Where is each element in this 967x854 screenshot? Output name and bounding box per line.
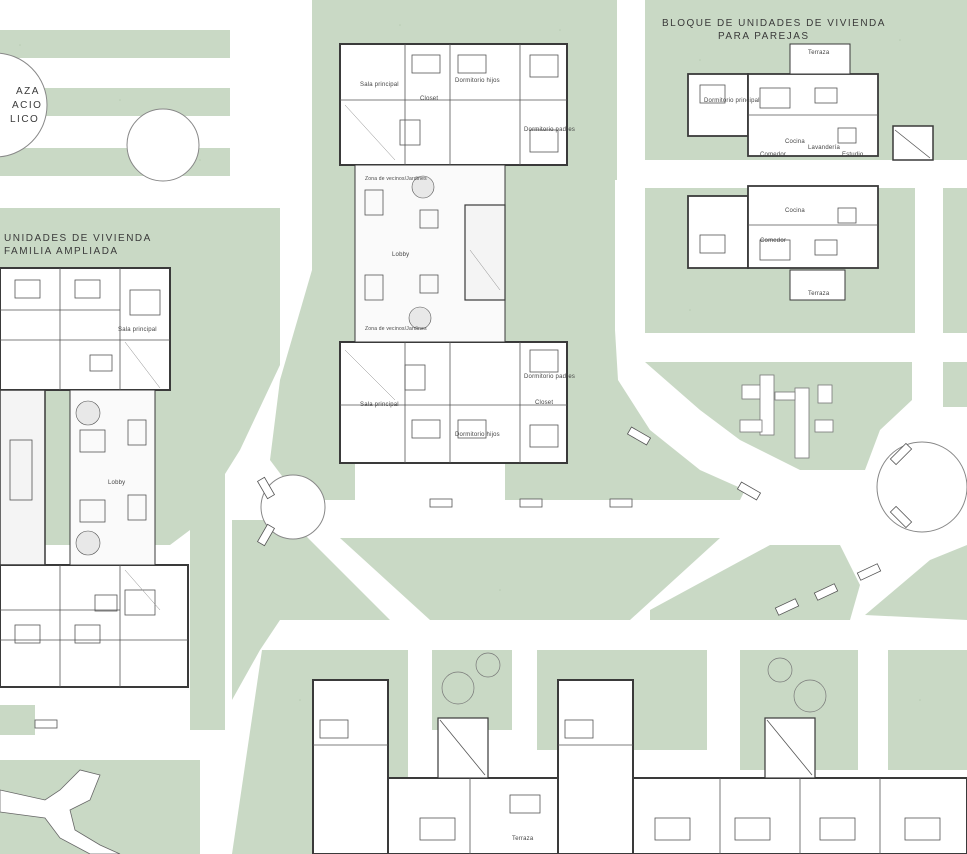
play-structure xyxy=(0,769,121,854)
room-label-dormitorio-hijos-1: Dormitorio hijos xyxy=(455,78,500,84)
room-label-dormitorio-padres-2: Dormitorio padres xyxy=(524,374,576,380)
room-label-sala-principal-2: Sala principal xyxy=(118,327,157,333)
room-label-estudio: Estudio xyxy=(842,152,864,158)
room-label-terraza-3: Terraza xyxy=(512,836,534,842)
couples-block xyxy=(687,43,934,301)
room-label-cocina-1: Cocina xyxy=(785,139,805,145)
bottom-blocks xyxy=(312,652,967,854)
lawn-texture xyxy=(19,24,921,701)
family-block-left xyxy=(0,267,189,688)
couples-block-title-line1: BLOQUE DE UNIDADES DE VIVIENDA xyxy=(662,18,886,29)
room-label-dormitorio-hijos-2: Dormitorio hijos xyxy=(455,432,500,438)
room-label-terraza-2: Terraza xyxy=(808,291,830,297)
room-label-lobby-center: Lobby xyxy=(392,252,410,258)
room-label-terraza-1: Terraza xyxy=(808,50,830,56)
plaza-label-line1: AZA xyxy=(16,86,40,97)
family-block-title-line1: UNIDADES DE VIVIENDA xyxy=(4,233,152,244)
room-label-lavanderia: Lavandería xyxy=(808,145,841,151)
couples-block-title-line2: PARA PAREJAS xyxy=(718,31,810,42)
room-label-zona-vecinos-1: Zona de vecinos/Jardines xyxy=(365,176,427,182)
family-block-title-line2: FAMILIA AMPLIADA xyxy=(4,246,119,257)
benches xyxy=(34,426,913,729)
plaza-circles xyxy=(0,52,967,540)
room-label-dormitorio-principal: Dormitorio principal xyxy=(704,98,760,104)
room-label-cocina-2: Cocina xyxy=(785,208,805,214)
playground xyxy=(739,374,834,459)
room-label-lobby-left: Lobby xyxy=(108,480,126,486)
room-label-comedor-2: Comedor xyxy=(760,238,787,244)
plaza-label-line3: LICO xyxy=(10,114,40,125)
room-label-closet-1: Closet xyxy=(420,96,439,102)
room-label-sala-principal-3: Sala principal xyxy=(360,402,399,408)
room-label-zona-vecinos-2: Zona de vecinos/Jardines xyxy=(365,326,427,332)
plaza-label-line2: ACIO xyxy=(12,100,43,111)
room-label-comedor-1: Comedor xyxy=(760,152,787,158)
room-label-closet-2: Closet xyxy=(535,400,554,406)
room-label-dormitorio-padres-1: Dormitorio padres xyxy=(524,127,576,133)
center-block xyxy=(339,43,568,464)
room-label-sala-principal-1: Sala principal xyxy=(360,82,399,88)
